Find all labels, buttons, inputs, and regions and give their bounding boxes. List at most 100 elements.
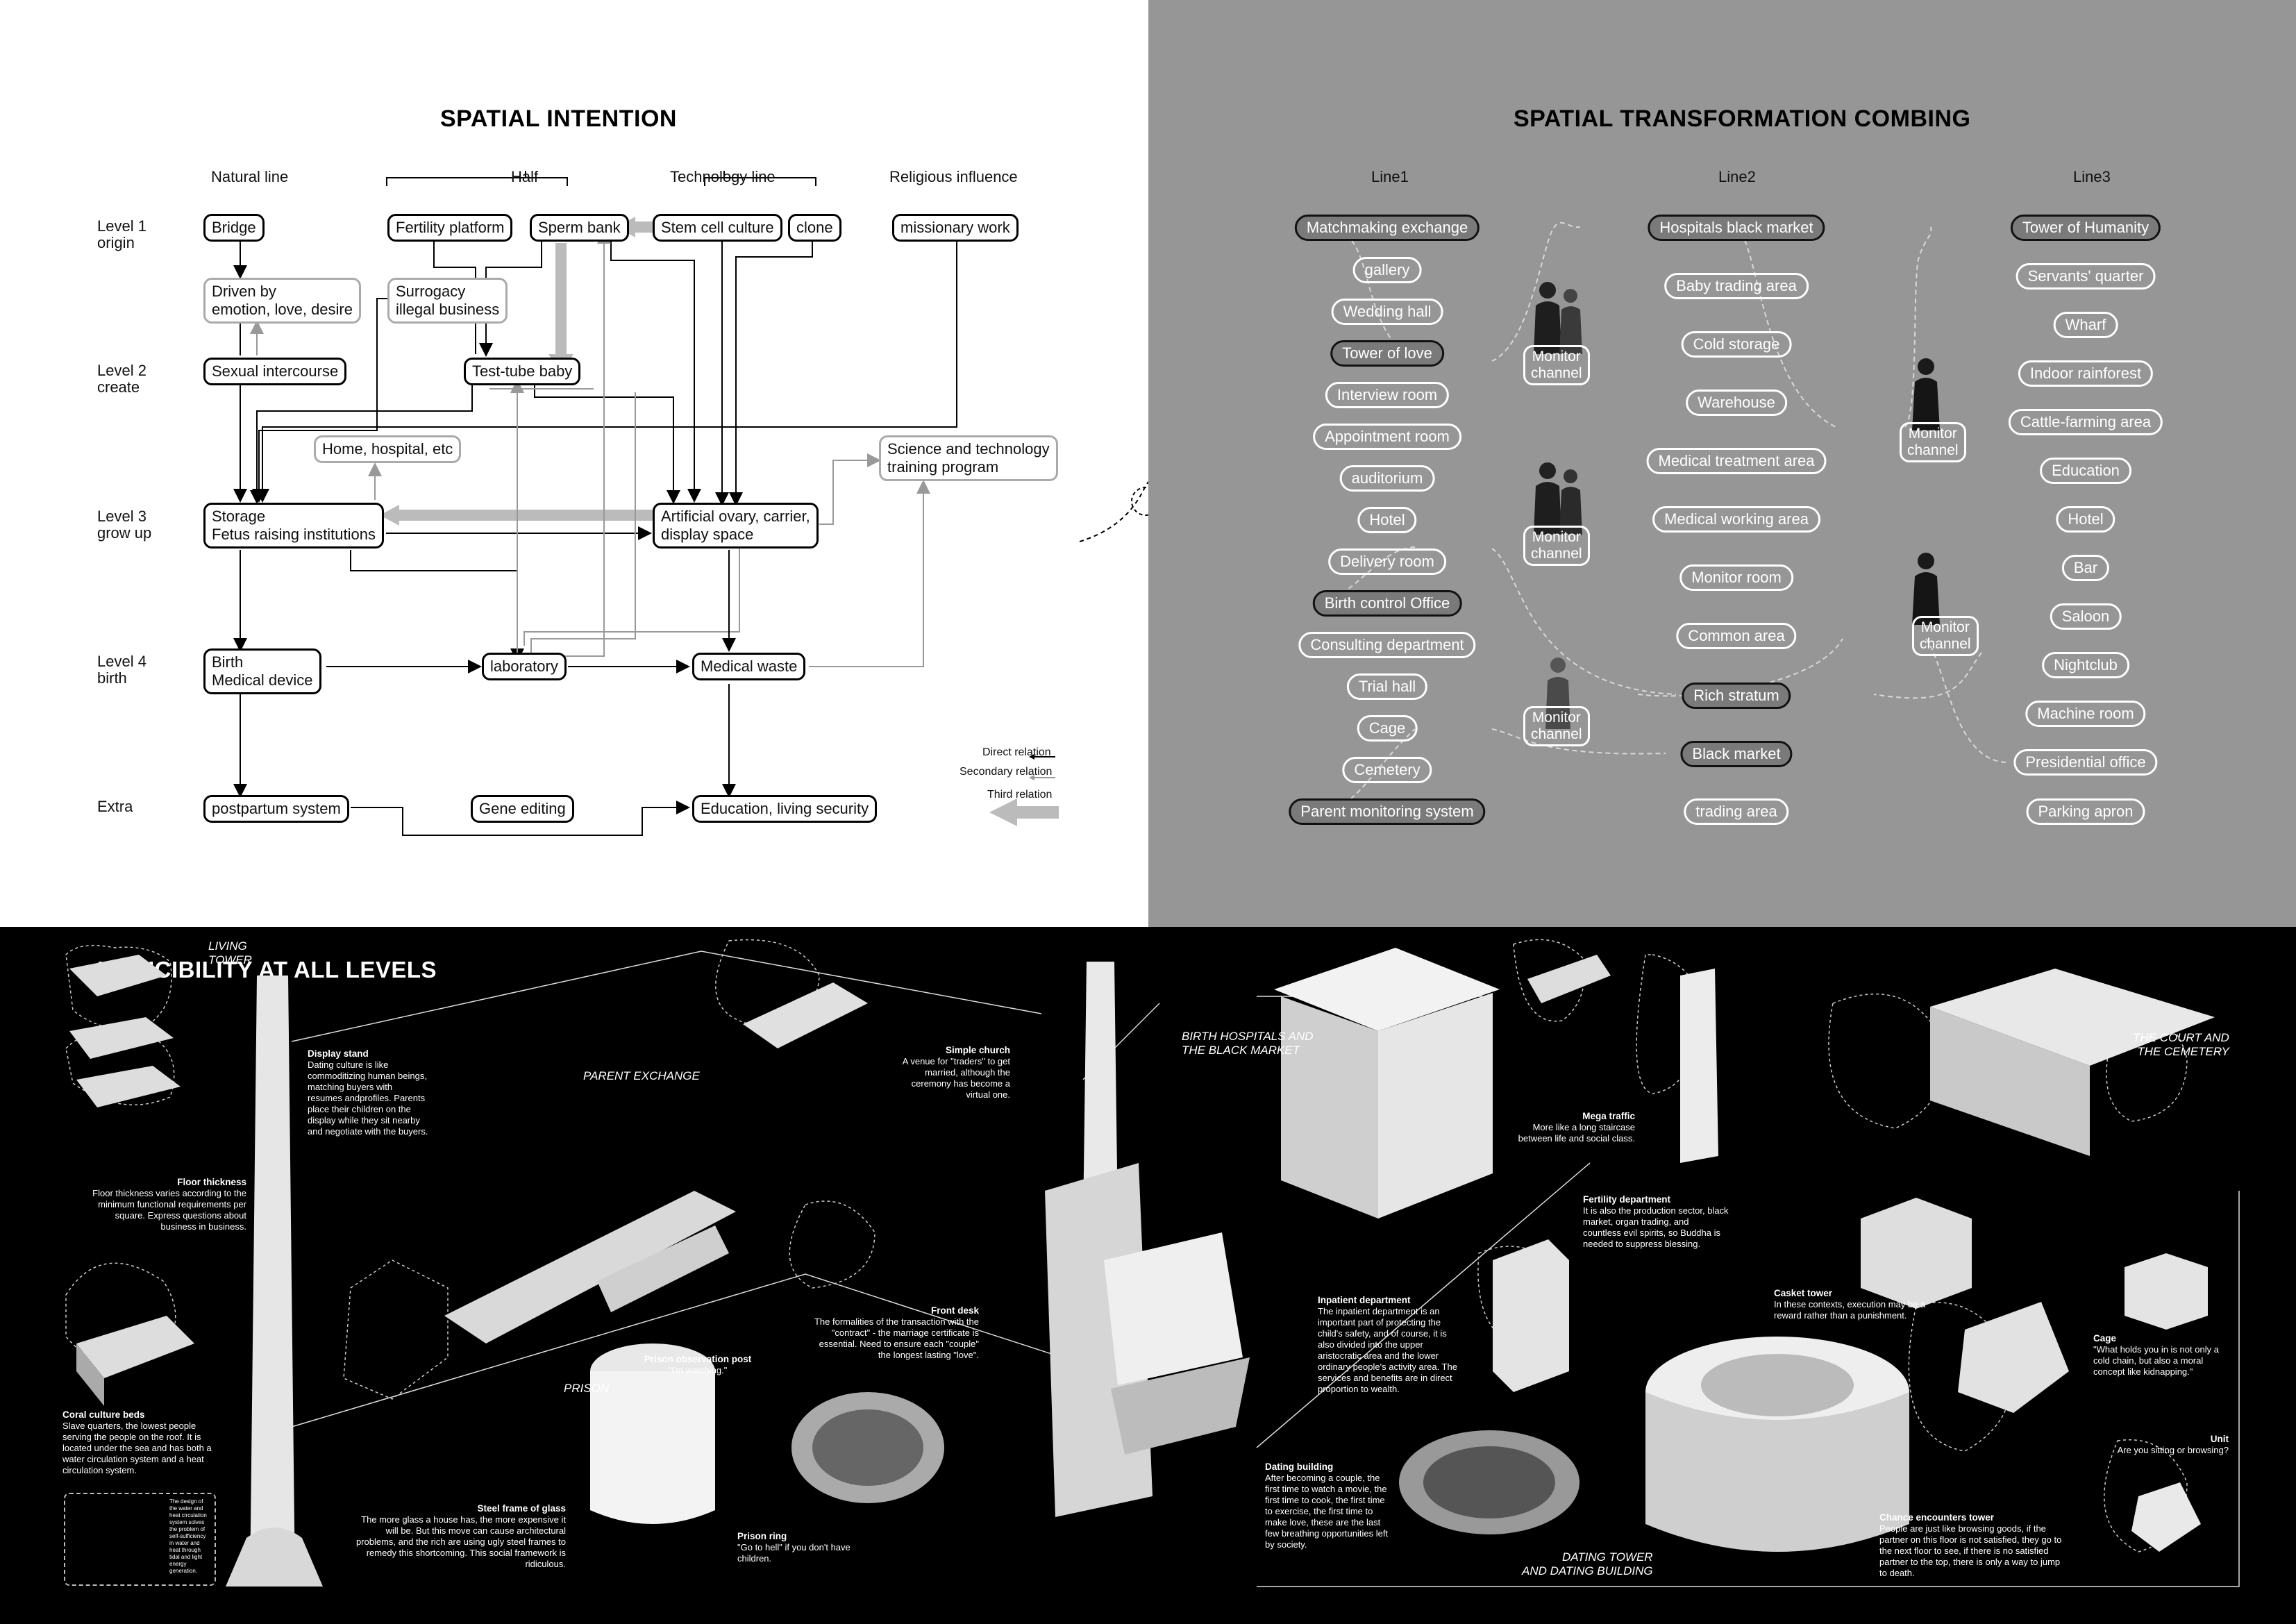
- line3-item: Saloon: [2050, 603, 2122, 630]
- monitor-channel-5: Monitor channel: [1912, 616, 1979, 656]
- line1-item: Hotel: [1357, 507, 1417, 533]
- parent-exchange-label: PARENT EXCHANGE: [583, 1069, 700, 1082]
- level-4-label: Level 4 birth: [97, 653, 146, 687]
- line2-item: Hospitals black market: [1648, 215, 1825, 241]
- prison-label: PRISON: [564, 1382, 610, 1395]
- line2-item: Common area: [1676, 623, 1797, 649]
- node-gene-editing: Gene editing: [471, 795, 574, 823]
- note-prison-ring: Prison ring"Go to hell" if you don't hav…: [737, 1531, 850, 1564]
- legend-third: Third relation: [987, 789, 1053, 801]
- line1-item: Delivery room: [1328, 549, 1446, 575]
- line1-item: gallery: [1352, 257, 1422, 283]
- node-missionary-work: missionary work: [892, 214, 1019, 242]
- node-fertility-platform: Fertility platform: [387, 214, 513, 242]
- spatial-transformation-panel: SPATIAL TRANSFORMATION COMBING Line1 Lin…: [1148, 0, 2296, 927]
- monitor-channel-2: Monitor channel: [1523, 526, 1590, 566]
- line2-heading: Line2: [1718, 168, 1756, 185]
- line1-item: auditorium: [1339, 465, 1435, 492]
- node-clone: clone: [788, 214, 841, 242]
- line1-item: Wedding hall: [1331, 299, 1443, 325]
- legend-direct: Direct relation: [982, 746, 1051, 758]
- line3-heading: Line3: [2073, 168, 2111, 185]
- line3-item: Machine room: [2025, 701, 2146, 727]
- line3-item: Servants' quarter: [2016, 263, 2156, 290]
- node-artificial-ovary: Artificial ovary, carrier, display space: [653, 503, 819, 549]
- line1-heading: Line1: [1371, 168, 1409, 185]
- inducibility-panel: INDUCIBILITY AT ALL LEVELS: [0, 927, 2296, 1624]
- level-2-label: Level 2 create: [97, 362, 146, 396]
- line3-item: Presidential office: [2013, 749, 2158, 776]
- line2-item: Monitor room: [1679, 564, 1793, 591]
- node-laboratory: laboratory: [482, 653, 567, 680]
- spatial-transformation-title: SPATIAL TRANSFORMATION COMBING: [1514, 106, 1971, 132]
- spatial-intention-panel: SPATIAL INTENTION Natural line Half Tech…: [0, 0, 1148, 927]
- line1-item: Matchmaking exchange: [1294, 215, 1480, 241]
- node-education: Education, living security: [692, 795, 878, 823]
- line1-item: Birth control Office: [1312, 590, 1462, 617]
- line1-item: Parent monitoring system: [1289, 798, 1486, 825]
- node-science-training: Science and technology training program: [879, 435, 1058, 481]
- column-religious-influence: Religious influence: [889, 168, 1018, 185]
- node-bridge: Bridge: [203, 214, 265, 242]
- level-1-label: Level 1 origin: [97, 217, 146, 251]
- spatial-intention-title: SPATIAL INTENTION: [440, 106, 677, 132]
- node-home-hospital: Home, hospital, etc: [314, 435, 462, 463]
- line3-item: Nightclub: [2042, 652, 2129, 678]
- monitor-channel-4: Monitor channel: [1900, 422, 1966, 462]
- line3-item: Bar: [2061, 555, 2110, 581]
- line2-item: trading area: [1684, 798, 1789, 825]
- line1-item: Cemetery: [1342, 757, 1432, 783]
- node-stem-cell-culture: Stem cell culture: [653, 214, 782, 242]
- line3-item: Tower of Humanity: [2010, 215, 2161, 241]
- monitor-channel-3: Monitor channel: [1523, 706, 1590, 746]
- line3-item: Hotel: [2056, 506, 2115, 533]
- legend-secondary: Secondary relation: [960, 766, 1053, 778]
- extra-label: Extra: [97, 798, 133, 815]
- birth-hospitals-label: BIRTH HOSPITALS AND THE BLACK MARKET: [1182, 1030, 1314, 1057]
- line2-item: Warehouse: [1686, 390, 1787, 416]
- node-birth: Birth Medical device: [203, 648, 321, 694]
- node-sexual-intercourse: Sexual intercourse: [203, 358, 347, 385]
- node-medical-waste: Medical waste: [692, 653, 806, 680]
- node-storage: Storage Fetus raising institutions: [203, 503, 384, 549]
- note-prison-observation: Prison observation post"I'm watching.": [644, 1354, 752, 1375]
- line3-item: Cattle-farming area: [2008, 409, 2163, 435]
- line3-item: Parking apron: [2026, 798, 2145, 825]
- court-cemetery-label: THE COURT AND THE CEMETERY: [2133, 1031, 2229, 1058]
- line2-item: Cold storage: [1681, 331, 1792, 358]
- line2-item: Medical working area: [1652, 506, 1820, 533]
- line2-item: Baby trading area: [1664, 273, 1809, 299]
- living-tower-label: LIVING TOWER: [208, 939, 252, 966]
- line1-item: Consulting department: [1298, 632, 1476, 658]
- guard-figures-icon: [1534, 282, 1582, 354]
- line2-item: Medical treatment area: [1646, 448, 1827, 474]
- node-postpartum: postpartum system: [203, 795, 349, 823]
- node-surrogacy: Surrogacy illegal business: [387, 278, 508, 324]
- coral-circulation-inset: The design of the water and heat circula…: [64, 1493, 216, 1586]
- line2-item: Rich stratum: [1682, 683, 1791, 709]
- line1-item: Interview room: [1325, 382, 1450, 408]
- note-cage: Cage"What holds you in is not only a col…: [2093, 1333, 2219, 1377]
- soldier-figure-icon: [1912, 553, 1940, 625]
- line1-item: Cage: [1357, 715, 1418, 742]
- line1-item: Tower of love: [1330, 340, 1444, 367]
- column-natural-line: Natural line: [211, 168, 289, 185]
- line3-item: Education: [2040, 458, 2131, 484]
- line3-item: Indoor rainforest: [2018, 360, 2154, 387]
- column-technology-line: Technology line: [670, 168, 776, 185]
- node-driven-by-emotion: Driven by emotion, love, desire: [203, 278, 361, 324]
- line1-item: Appointment room: [1313, 424, 1461, 450]
- column-half: Half: [511, 168, 539, 185]
